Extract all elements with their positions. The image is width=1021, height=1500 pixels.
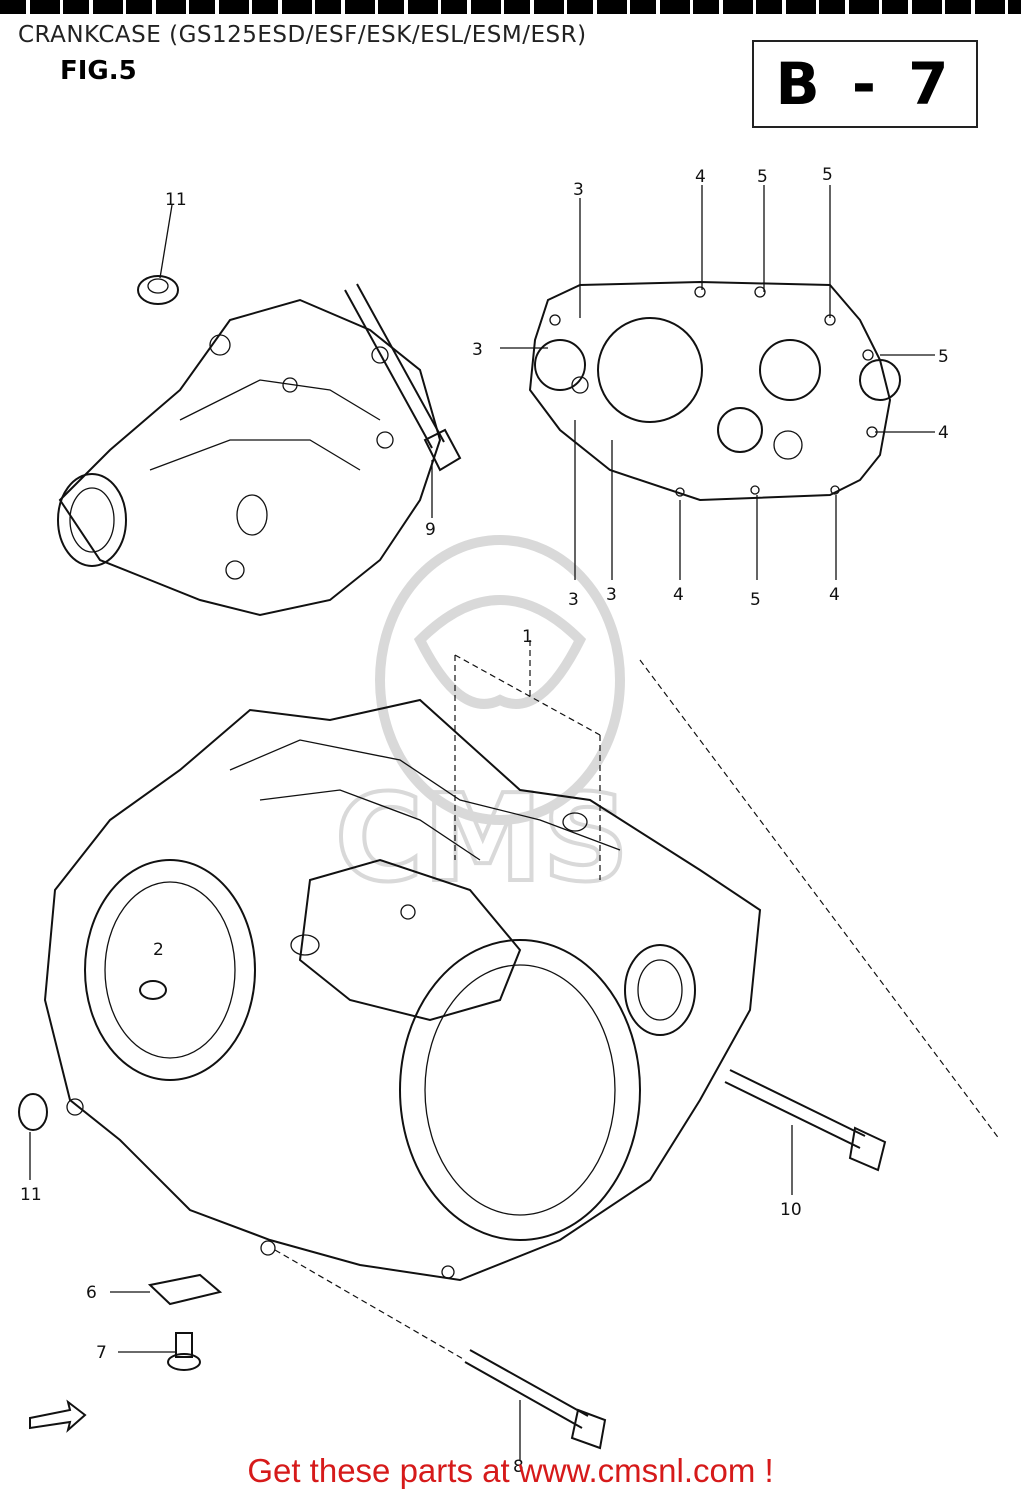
callout: 4 xyxy=(829,585,840,605)
crankcase-main xyxy=(43,698,762,1282)
callout: 3 xyxy=(472,340,483,360)
gasket xyxy=(528,280,901,502)
callout: 11 xyxy=(20,1185,42,1205)
clip-6 xyxy=(147,1273,223,1306)
callout: 7 xyxy=(96,1343,107,1363)
callout-numbers: 11 3 4 5 5 3 5 4 9 3 3 4 5 4 1 2 11 10 6… xyxy=(20,165,949,1477)
callout: 5 xyxy=(757,167,768,187)
watermark-logo: CMS xyxy=(333,535,631,911)
bolt-9 xyxy=(344,283,462,472)
callout: 3 xyxy=(606,585,617,605)
callout: 5 xyxy=(750,590,761,610)
screw-7 xyxy=(167,1332,201,1371)
upper-crankcase-part xyxy=(57,298,442,617)
nut-11-bottom xyxy=(18,1093,48,1131)
callout: 5 xyxy=(938,347,949,367)
footer-link[interactable]: Get these parts at www.cmsnl.com ! xyxy=(247,1452,774,1489)
page-title: CRANKCASE (GS125ESD/ESF/ESK/ESL/ESM/ESR) xyxy=(18,22,587,48)
callout: 5 xyxy=(822,165,833,185)
callout: 8 xyxy=(513,1457,524,1477)
callout: 4 xyxy=(695,167,706,187)
figure-label: FIG.5 xyxy=(60,56,137,86)
callout: 4 xyxy=(673,585,684,605)
section-box: B - 7 xyxy=(752,40,978,128)
callout: 3 xyxy=(568,590,579,610)
leader-lines xyxy=(29,185,1001,1460)
bolt-8 xyxy=(464,1349,607,1450)
bolt-10 xyxy=(724,1069,887,1172)
section-code: B - 7 xyxy=(775,50,955,118)
callout: 3 xyxy=(573,180,584,200)
front-arrow-icon xyxy=(29,1399,87,1433)
top-border xyxy=(0,0,1021,14)
callout: 10 xyxy=(780,1200,802,1220)
watermark-text: CMS xyxy=(335,770,629,909)
callout: 1 xyxy=(522,627,533,647)
callout: 6 xyxy=(86,1283,97,1303)
callout: 11 xyxy=(165,190,187,210)
nut-11-top xyxy=(137,275,179,305)
callout: 4 xyxy=(938,423,949,443)
callout: 2 xyxy=(153,940,164,960)
callout: 9 xyxy=(425,520,436,540)
